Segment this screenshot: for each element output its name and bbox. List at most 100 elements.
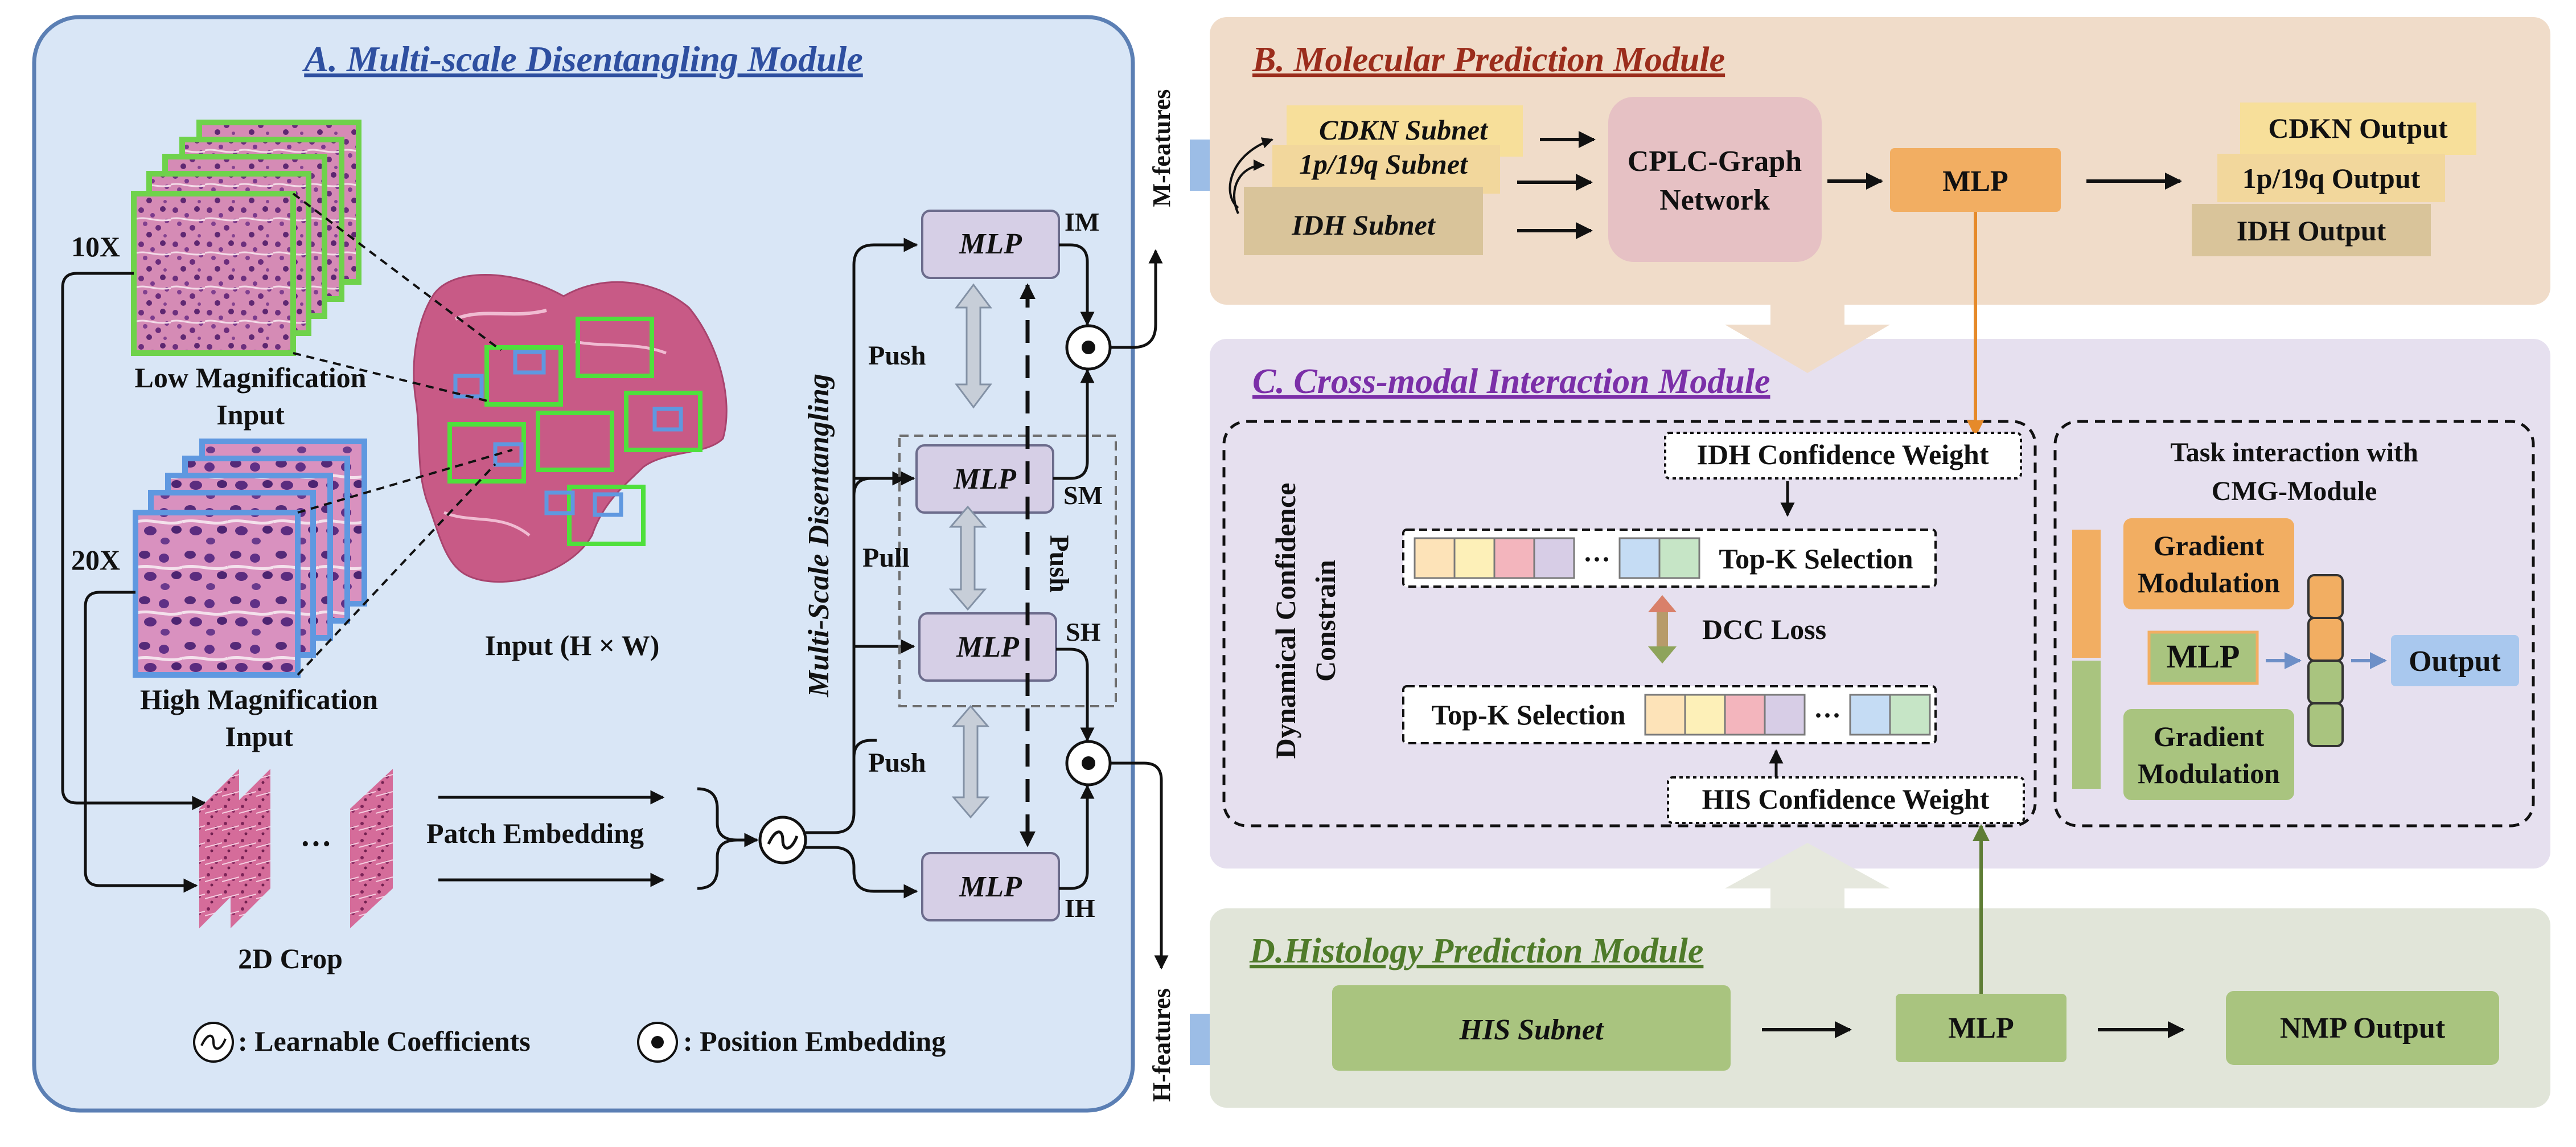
zoom-lines <box>292 192 513 676</box>
ih-label: IH <box>1065 894 1095 923</box>
svg-text:MLP: MLP <box>959 228 1022 260</box>
idh-weight-label: IDH Confidence Weight <box>1697 439 1989 470</box>
mlp-sm: MLP <box>915 444 1054 514</box>
cplc-line1: CPLC-Graph <box>1628 145 1802 178</box>
panel-c: C. Cross-modal Interaction Module Dynami… <box>1210 212 2550 869</box>
input-size-label: Input (H × W) <box>485 629 660 661</box>
mlp-b-box <box>1890 148 2061 212</box>
crop-patches <box>199 769 393 928</box>
position-embed-top <box>1065 324 1112 371</box>
im-label: IM <box>1065 207 1099 236</box>
sh-label: SH <box>1066 617 1101 646</box>
grad-mod-top-line1: Gradient <box>2154 530 2265 562</box>
task-orange-bar <box>2072 530 2101 658</box>
legend-position: : Position Embedding <box>637 1022 946 1063</box>
p19q-subnet-label: 1p/19q Subnet <box>1299 148 1469 180</box>
his-subnet-box <box>1332 985 1731 1071</box>
topk-bottom-cells <box>1644 694 1931 736</box>
svg-text:MLP: MLP <box>956 631 1020 663</box>
cdkn-subnet-label: CDKN Subnet <box>1319 114 1489 146</box>
crop-ellipsis: ··· <box>300 826 332 862</box>
idh-subnet-label: IDH Subnet <box>1291 209 1436 241</box>
grad-mod-bottom-line1: Gradient <box>2154 720 2265 752</box>
mlp-d-box <box>1896 994 2066 1062</box>
topk-top-cells <box>1414 537 1700 579</box>
task-line1: Task interaction with <box>2170 437 2418 468</box>
mlp-b-label: MLP <box>1942 165 2008 198</box>
p19q-output-label: 1p/19q Output <box>2242 162 2421 194</box>
grad-mod-bottom-box <box>2123 709 2294 800</box>
idh-subnet-box <box>1244 187 1483 255</box>
disentangling-side-label: Multi-Scale Disentangling <box>803 374 835 698</box>
panel-a: A. Multi-scale Disentangling Module 10X … <box>32 15 1135 1113</box>
fusion-lines <box>1053 243 1169 970</box>
task-dashed-box <box>2053 420 2535 828</box>
task-output-label: Output <box>2409 645 2501 678</box>
panel-c-title: C. Cross-modal Interaction Module <box>1252 362 1770 401</box>
high-magnification-stack <box>133 439 367 678</box>
dcc-side-line1: Dynamical Confidence <box>1269 483 1301 759</box>
subnet-curve-lower <box>1232 159 1265 214</box>
nmp-output-label: NMP Output <box>2280 1012 2446 1044</box>
his-weight-label: HIS Confidence Weight <box>1702 783 1990 815</box>
p19q-output-box <box>2217 154 2445 202</box>
his-weight-box <box>1667 776 2025 824</box>
topk-top-ellipsis: ··· <box>1583 544 1610 575</box>
dcc-dashed-box <box>1222 420 2037 828</box>
b-to-c-arrow <box>1725 305 1890 373</box>
panel-d: D.Histology Prediction Module HIS Subnet… <box>1210 824 2550 1108</box>
task-green-bar <box>2072 661 2101 789</box>
push-top-label: Push <box>868 341 926 371</box>
position-embed-bottom <box>1065 740 1112 786</box>
mag-10x-label: 10X <box>71 231 120 263</box>
panel-d-title: D.Histology Prediction Module <box>1249 932 1703 970</box>
subnet-curve-upper <box>1229 137 1273 209</box>
mlp-ih: MLP <box>921 852 1060 921</box>
svg-text:MLP: MLP <box>953 463 1017 495</box>
dcc-loss-label: DCC Loss <box>1702 613 1826 645</box>
m-features-label: M-features <box>1148 89 1176 207</box>
sm-label: SM <box>1063 481 1103 510</box>
task-mlp-label: MLP <box>2167 638 2240 675</box>
whole-slide-image <box>413 274 728 583</box>
grad-mod-bottom-line2: Modulation <box>2138 757 2280 789</box>
mlp-sh: MLP <box>918 612 1057 682</box>
topk-bottom-ellipsis: ··· <box>1814 701 1841 731</box>
svg-text:MLP: MLP <box>959 871 1022 903</box>
cplc-line2: Network <box>1659 184 1770 216</box>
low-mag-label-line1: Low Magnification <box>135 362 367 394</box>
low-mag-label-line2: Input <box>216 399 285 431</box>
stack-to-crop-connectors <box>61 272 207 893</box>
h-features-label: H-features <box>1148 988 1176 1102</box>
cplc-graph-box <box>1608 97 1822 262</box>
his-subnet-label: HIS Subnet <box>1459 1014 1604 1046</box>
dcc-side-line2: Constrain <box>1309 560 1341 682</box>
topk-top-label: Top-K Selection <box>1719 543 1913 575</box>
mlp-d-label: MLP <box>1948 1012 2014 1044</box>
task-mlp-box <box>2147 630 2259 685</box>
nmp-output-box <box>2226 991 2499 1065</box>
stacked-feature-cells <box>2307 574 2344 747</box>
panel-b: B. Molecular Prediction Module CDKN Subn… <box>1210 17 2550 305</box>
cdkn-output-label: CDKN Output <box>2268 112 2448 144</box>
mlp-im: MLP <box>921 210 1060 279</box>
push-bottom-label: Push <box>868 748 926 778</box>
legend-position-text: : Position Embedding <box>683 1025 946 1057</box>
idh-output-box <box>2192 204 2431 256</box>
learnable-coefficient-icon <box>758 816 807 865</box>
task-output-box <box>2391 635 2519 686</box>
high-mag-label-line2: Input <box>225 720 293 752</box>
vertical-push-label: Push <box>1044 535 1074 592</box>
grad-mod-top-box <box>2123 518 2294 609</box>
low-magnification-stack <box>131 120 361 356</box>
p19q-subnet-box <box>1272 145 1500 194</box>
panel-b-title: B. Molecular Prediction Module <box>1252 40 1725 79</box>
push-pull-arrows <box>948 283 992 819</box>
idh-weight-box <box>1664 432 2022 480</box>
patch-embedding-label: Patch Embedding <box>426 817 644 849</box>
shared-group-box <box>898 435 1117 707</box>
topk-bottom-label: Top-K Selection <box>1431 699 1625 731</box>
high-mag-label-line1: High Magnification <box>140 683 378 715</box>
